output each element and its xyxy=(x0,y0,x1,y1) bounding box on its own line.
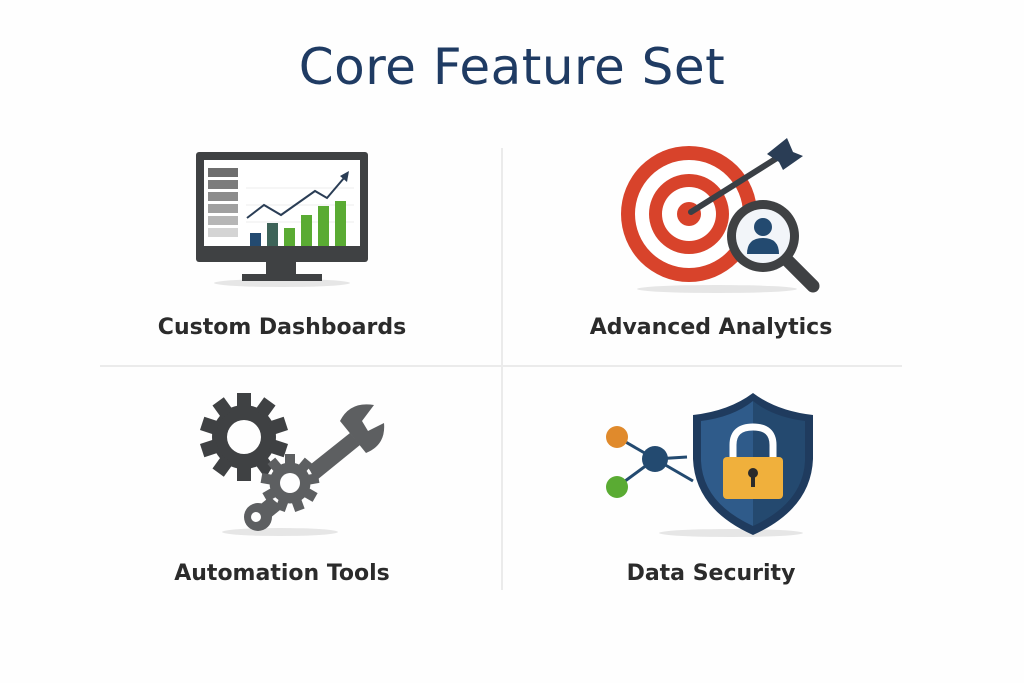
horizontal-divider xyxy=(100,365,902,367)
shield-lock-icon xyxy=(601,389,821,543)
feature-label: Advanced Analytics xyxy=(589,315,833,340)
target-magnifier-icon xyxy=(617,134,827,300)
feature-label: Automation Tools xyxy=(174,561,390,586)
feature-card-advanced-analytics: Advanced Analytics xyxy=(511,130,911,360)
gears-wrench-icon xyxy=(190,391,390,545)
vertical-divider xyxy=(501,148,503,590)
feature-card-custom-dashboards: Custom Dashboards xyxy=(82,140,482,360)
feature-card-automation-tools: Automation Tools xyxy=(82,385,482,595)
feature-label: Custom Dashboards xyxy=(157,315,407,340)
feature-card-data-security: Data Security xyxy=(511,385,911,595)
page-title: Core Feature Set xyxy=(298,38,726,96)
feature-label: Data Security xyxy=(626,561,796,586)
monitor-chart-icon xyxy=(194,148,374,292)
